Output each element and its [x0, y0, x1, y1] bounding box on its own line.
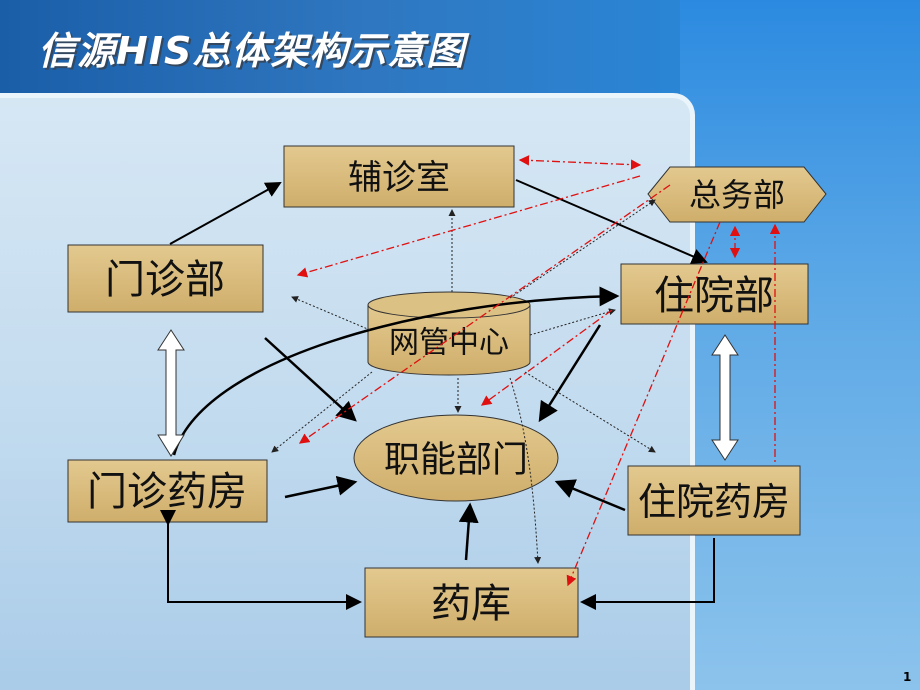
node-label: 住院药房 — [638, 480, 790, 524]
node-label: 辅诊室 — [348, 158, 450, 198]
node-yaoku: 药库 — [364, 567, 579, 638]
solid-arrows — [160, 179, 715, 610]
node-menzhenbu: 门诊部 — [67, 244, 264, 313]
double-arrows — [157, 329, 739, 461]
node-label: 药库 — [431, 581, 511, 627]
node-label: 门诊部 — [105, 257, 225, 303]
node-label: 网管中心 — [389, 326, 509, 361]
node-zhuyuanyaofang: 住院药房 — [627, 465, 801, 536]
dotted-arrows — [271, 199, 656, 564]
page-number: 1 — [903, 670, 912, 684]
node-label: 总务部 — [689, 176, 785, 214]
slide-title: 信源HIS总体架构示意图 — [38, 29, 466, 73]
node-label: 住院部 — [654, 273, 774, 319]
node-label: 职能部门 — [384, 440, 528, 481]
node-label: 门诊药房 — [87, 469, 247, 515]
node-zhuyuanbu: 住院部 — [620, 263, 809, 325]
node-fuzhenshi: 辅诊室 — [283, 145, 515, 208]
red-dashdot-arrows — [296, 155, 781, 587]
node-zongwubu: 总务部 — [647, 166, 827, 223]
node-zhineng: 职能部门 — [353, 414, 559, 502]
node-menzhenyaofang: 门诊药房 — [67, 459, 268, 523]
